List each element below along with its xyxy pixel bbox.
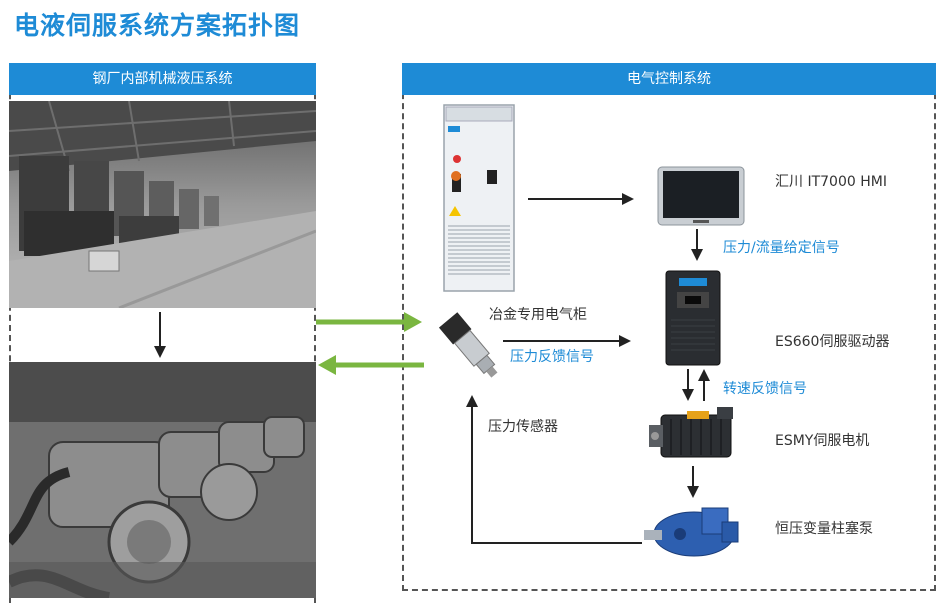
left-panel-header: 钢厂内部机械液压系统: [9, 63, 316, 95]
sensor-label: 压力传感器: [488, 419, 558, 435]
servo-driver-image: [665, 270, 721, 366]
arrow-hmi-to-driver: [691, 229, 703, 261]
green-arrow-to-mechanical: [318, 355, 424, 375]
hmi-label: 汇川 IT7000 HMI: [775, 174, 887, 190]
pressure-sensor-image: [430, 306, 510, 386]
cabinet-label: 冶金专用电气柜: [489, 307, 587, 323]
driver-label: ES660伺服驱动器: [775, 334, 890, 350]
arrows-driver-motor: [682, 369, 710, 401]
arrow-motor-to-pump: [687, 466, 699, 498]
steel-mill-illustration: [9, 101, 316, 308]
servo-motor-image: [647, 405, 739, 463]
speed-feedback-signal-label: 转速反馈信号: [723, 381, 807, 397]
hydraulic-motors-photo: [9, 362, 316, 598]
page-title: 电液伺服系统方案拓扑图: [14, 11, 301, 40]
hmi-image: [657, 166, 745, 226]
motor-label: ESMY伺服电机: [775, 433, 870, 449]
pressure-flow-signal-label: 压力/流量给定信号: [723, 240, 840, 256]
arrow-sensor-to-driver: [503, 335, 631, 347]
hydraulic-motors-illustration: [9, 362, 316, 598]
arrow-cabinet-to-hmi: [528, 193, 634, 205]
green-arrow-to-electrical: [316, 312, 422, 332]
steel-mill-photo: [9, 101, 316, 308]
left-panel-frame: [9, 63, 316, 603]
pump-label: 恒压变量柱塞泵: [775, 521, 873, 537]
pressure-feedback-signal-label: 压力反馈信号: [510, 349, 594, 365]
arrow-pump-to-sensor: [466, 395, 642, 544]
right-panel-header: 电气控制系统: [402, 63, 936, 95]
electrical-cabinet-image: [443, 104, 515, 294]
flow-arrow-down: [154, 312, 166, 358]
piston-pump-image: [640, 500, 744, 562]
